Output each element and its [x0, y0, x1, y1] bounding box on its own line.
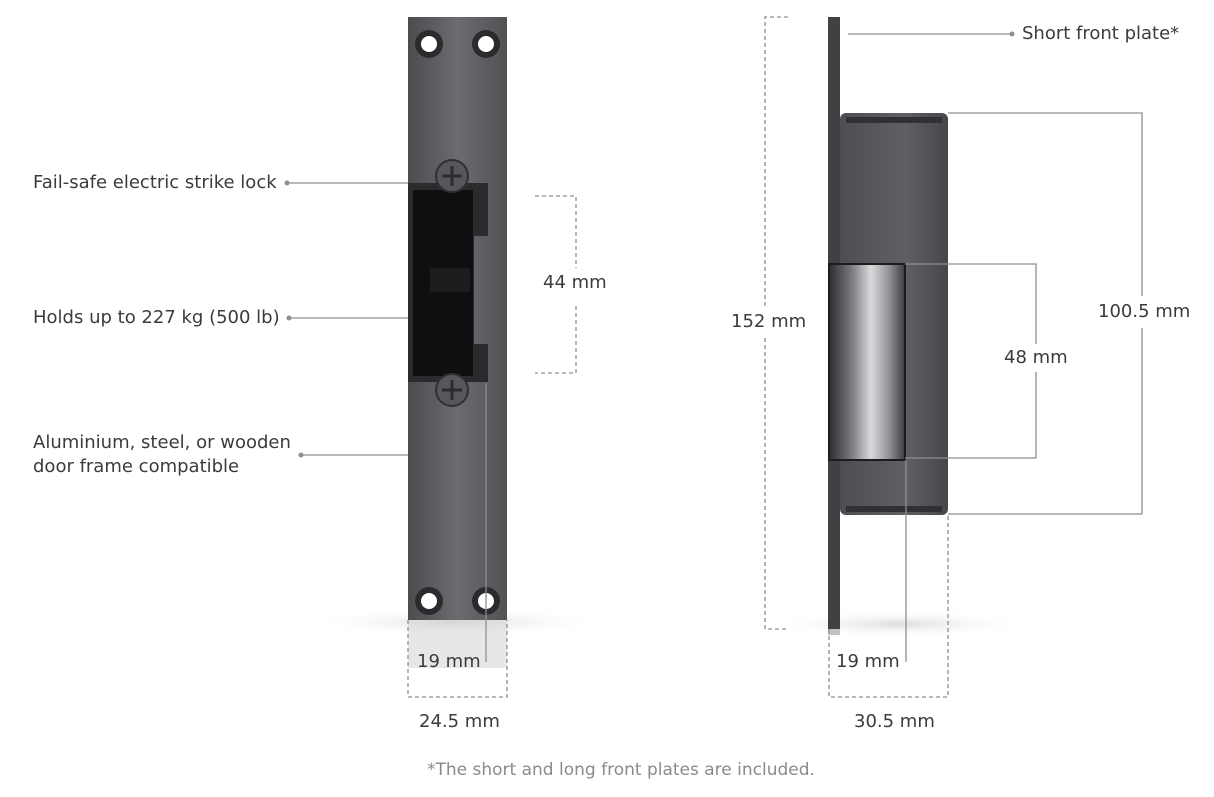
dim-front-depth: 19 mm	[417, 651, 481, 672]
front-opening-dimension-line	[535, 195, 577, 374]
side-total-dimension-line	[764, 16, 788, 630]
callout-fail-safe: Fail-safe electric strike lock	[33, 172, 277, 193]
dim-side-total: 152 mm	[731, 311, 807, 332]
front-width-dimension-line	[407, 620, 508, 698]
side-keeper-dimension-line	[905, 263, 1037, 459]
short-plate-leader-dot	[1009, 31, 1015, 37]
footnote: *The short and long front plates are inc…	[427, 760, 815, 780]
side-keeper	[829, 264, 905, 460]
dim-front-opening: 44 mm	[543, 272, 607, 293]
side-body-top-edge	[846, 117, 942, 123]
front-mounting-holes	[415, 30, 500, 615]
front-view	[307, 17, 607, 698]
side-width-dimension-line	[828, 515, 949, 698]
side-body-bottom-edge	[846, 506, 942, 512]
dim-side-body: 100.5 mm	[1098, 301, 1191, 322]
callout-frame-line2: door frame compatible	[33, 456, 240, 477]
front-screw-icon	[435, 373, 469, 407]
front-screw-icon	[435, 159, 469, 193]
side-body-dimension-line	[948, 112, 1143, 515]
callout-frame-line1: Aluminium, steel, or wooden	[33, 432, 291, 453]
dim-side-width: 30.5 mm	[854, 711, 935, 732]
callout-leaders	[284, 180, 408, 458]
side-view	[764, 16, 1143, 698]
dim-front-width: 24.5 mm	[419, 711, 500, 732]
front-keeper-latch	[430, 268, 470, 292]
side-plate-reflection	[828, 629, 840, 635]
side-floor-shadow	[770, 610, 1030, 638]
front-plate-reflection	[408, 620, 507, 668]
dim-side-keeper: 48 mm	[1004, 347, 1068, 368]
callout-short-plate: Short front plate*	[1022, 23, 1180, 44]
dim-side-depth: 19 mm	[836, 651, 900, 672]
callout-holds: Holds up to 227 kg (500 lb)	[33, 307, 280, 328]
